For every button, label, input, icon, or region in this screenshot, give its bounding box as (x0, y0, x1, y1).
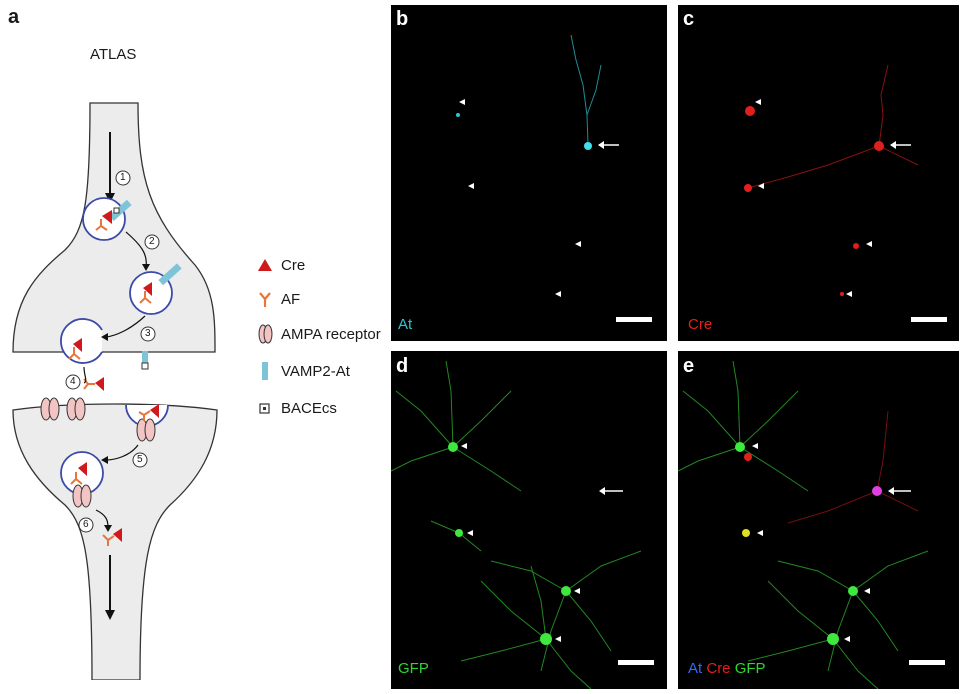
atlas-schematic (12, 102, 218, 680)
vesicle-5 (60, 451, 104, 495)
channel-label-e-gfp: GFP (734, 660, 766, 677)
step-3-label: 3 (145, 328, 151, 339)
step-2-circle (144, 234, 160, 250)
channel-label-e-cre: Cre (706, 660, 731, 677)
channel-label-c-cre: Cre (688, 316, 713, 333)
micrograph-d (391, 351, 667, 689)
micrograph-b (391, 5, 667, 341)
legend-vamp-label: VAMP2-At (281, 362, 350, 380)
channel-label-d-gfp: GFP (398, 660, 429, 677)
antibody-fragment-icon (257, 289, 273, 309)
vamp2-bar-icon (257, 361, 273, 381)
legend-af: AF (257, 289, 300, 309)
legend-bace: BACEcs (257, 398, 337, 418)
step-2-label: 2 (149, 236, 155, 247)
micrograph-e (678, 351, 959, 689)
step-6-circle (78, 517, 94, 533)
micrograph-c (678, 5, 959, 341)
panel-letter-a: a (8, 6, 20, 28)
legend-bace-label: BACEcs (281, 399, 337, 417)
ampa-receptor-icon (257, 324, 273, 344)
legend-af-label: AF (281, 290, 301, 308)
vamp2-at-1 (109, 199, 132, 222)
channel-label-b-at: At (398, 316, 413, 333)
legend-cre: Cre (257, 255, 305, 275)
step-5-circle (132, 452, 148, 468)
legend-cre-label: Cre (281, 256, 306, 274)
panel-letter-c: c (683, 8, 695, 30)
bacecs-square-icon (257, 398, 273, 418)
panel-letter-d: d (396, 355, 409, 377)
step-4-circle (65, 374, 81, 390)
vesicle-1 (82, 197, 126, 241)
triangle-icon (257, 255, 273, 275)
step-1-label: 1 (120, 172, 126, 183)
step-4-label: 4 (70, 376, 76, 387)
step-1 (115, 170, 131, 186)
channel-label-e-at: At (688, 660, 703, 677)
panel-letter-b: b (396, 8, 409, 30)
legend-ampa: AMPA receptor (257, 324, 381, 344)
panel-letter-e: e (683, 355, 695, 377)
step-6-label: 6 (83, 519, 89, 530)
postsynaptic-terminal (12, 403, 218, 680)
step-3-circle (140, 326, 156, 342)
legend-vamp: VAMP2-At (257, 361, 350, 381)
vamp2-at-membrane (142, 351, 148, 365)
vamp2-at-2 (158, 263, 182, 286)
legend-ampa-label: AMPA receptor (281, 325, 381, 343)
schematic-title: ATLAS (90, 46, 137, 63)
channel-labels-e: At Cre GFP (688, 660, 766, 677)
step-5-label: 5 (137, 454, 143, 465)
